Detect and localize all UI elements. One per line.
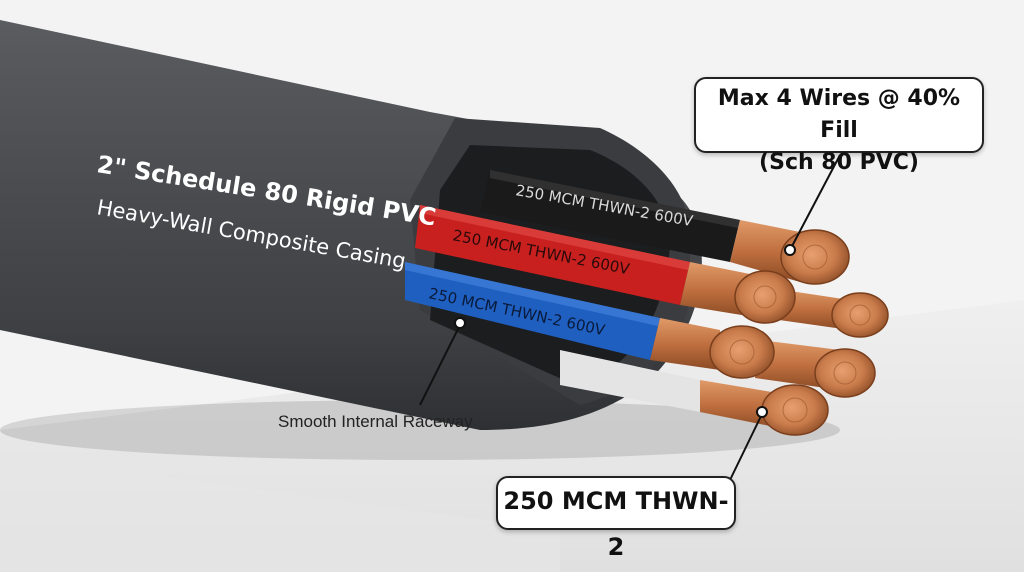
fill-callout-box: Max 4 Wires @ 40% Fill (Sch 80 PVC) [694,77,984,175]
copper-end-black [780,229,850,285]
fill-callout-line2: (Sch 80 PVC) [759,150,919,175]
copper-end-red [734,270,796,324]
wire-type-callout: 250 MCM THWN-2 [496,476,736,561]
wire-leader-line [729,413,763,481]
fill-callout-line1: Max 4 Wires @ 40% Fill [717,86,961,143]
copper-end-rear [831,292,889,338]
copper-end-blue [709,325,775,379]
copper-end-white [761,384,829,436]
red-wire [415,205,690,305]
raceway-label: Smooth Internal Raceway [278,412,473,431]
fill-leader-line [789,154,841,251]
copper-end-mid [814,348,876,398]
black-wire [480,170,740,262]
raceway-leader-line [419,324,461,406]
blue-wire [405,262,660,360]
